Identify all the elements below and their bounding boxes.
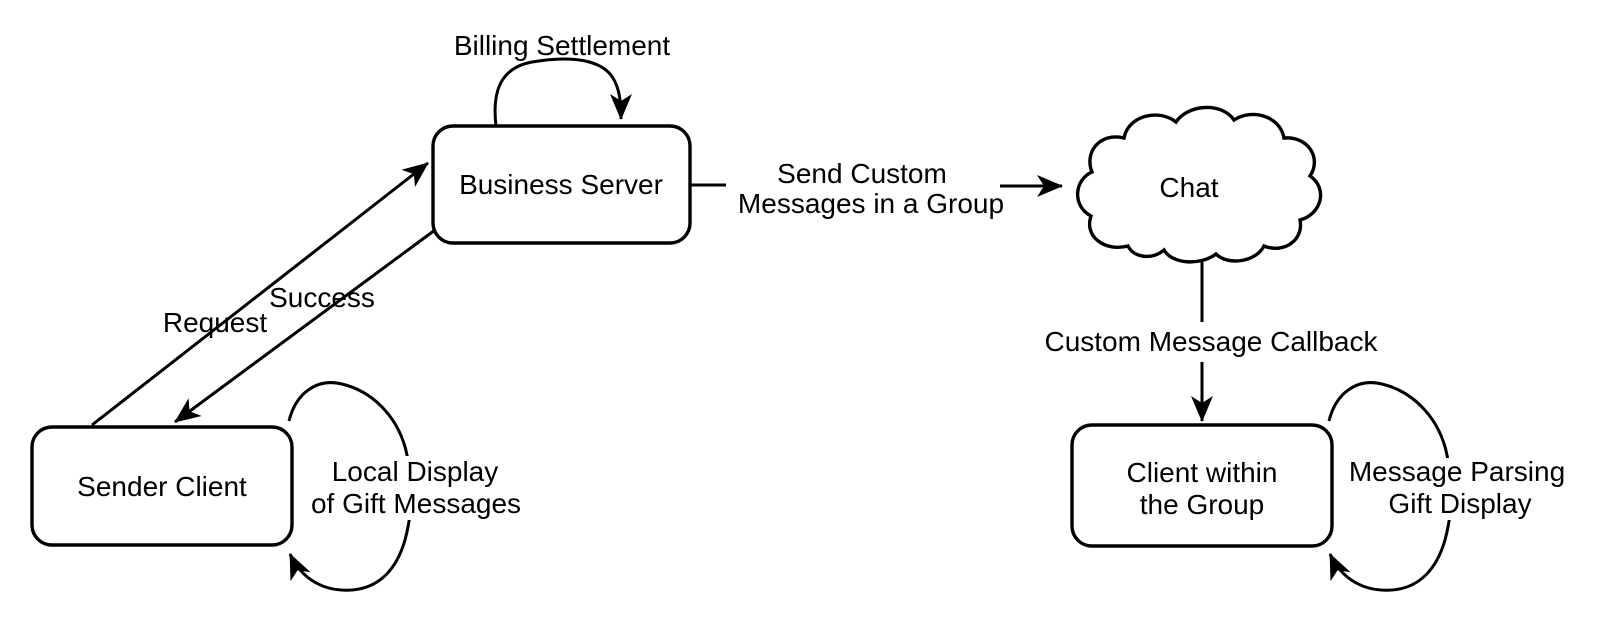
sender-client-label: Sender Client [77, 471, 247, 502]
group-client-label-line2: the Group [1140, 489, 1265, 520]
send-custom-label-line1: Send Custom [777, 158, 947, 189]
group-client-box [1070, 423, 1334, 548]
sender-client-box [30, 425, 294, 547]
chat-cloud-shape [1075, 105, 1323, 264]
local-display-label-line1: Local Display [332, 456, 499, 487]
custom-message-callback-label: Custom Message Callback [1044, 326, 1378, 357]
local-display-label-mask [298, 456, 536, 520]
send-custom-label-line2: Messages in a Group [738, 188, 1004, 219]
node-chat-cloud: Chat [1075, 105, 1323, 264]
group-client-label-line1: Client within [1127, 457, 1278, 488]
chat-label: Chat [1159, 172, 1218, 203]
business-server-label: Business Server [459, 169, 663, 200]
node-group-client: Client within the Group [1070, 423, 1334, 548]
edge-request-arrow [91, 161, 429, 427]
edge-billing-settlement-loop [493, 57, 632, 127]
message-parsing-label-line2: Gift Display [1388, 488, 1531, 519]
message-parsing-label-mask [1336, 458, 1576, 520]
node-sender-client: Sender Client [30, 425, 294, 547]
billing-settlement-label: Billing Settlement [454, 30, 671, 61]
success-label: Success [269, 282, 375, 313]
edge-success-arrow [174, 228, 436, 424]
node-business-server: Business Server [431, 124, 692, 245]
business-server-box [431, 124, 692, 245]
message-parsing-label-line1: Message Parsing [1349, 456, 1565, 487]
request-label: Request [163, 307, 268, 338]
local-display-label-line2: of Gift Messages [311, 488, 521, 519]
